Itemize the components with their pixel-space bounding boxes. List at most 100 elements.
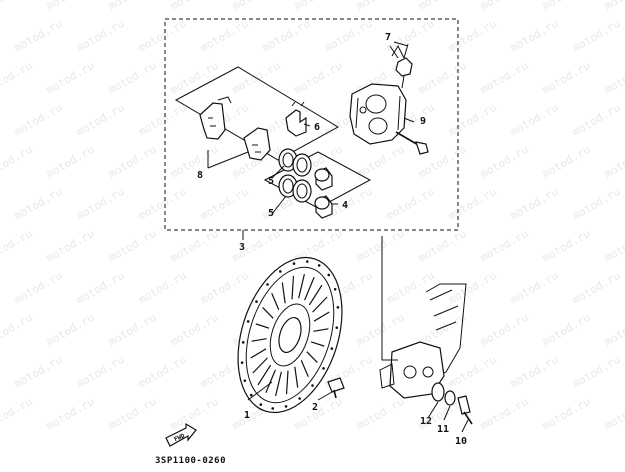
mounting-bolt-icon (457, 395, 473, 425)
forward-label: FWD (173, 432, 186, 443)
watermark-text: motod.ru (44, 143, 96, 181)
watermark-text: motod.ru (168, 143, 220, 181)
disc-slot (298, 273, 305, 299)
watermark-text: motod.ru (74, 101, 126, 139)
watermark-text: motod.ru (478, 227, 530, 265)
disc-hole (259, 403, 263, 406)
watermark-text: motod.ru (168, 395, 220, 433)
disc-slot (281, 282, 286, 304)
label-10: 10 (455, 436, 467, 447)
disc-slot (250, 348, 267, 359)
watermark-text: motod.ru (106, 59, 158, 97)
watermark-text: motod.ru (354, 395, 406, 433)
watermark-text: motod.ru (354, 143, 406, 181)
watermark-text: motod.ru (508, 101, 560, 139)
disc-slot (262, 307, 274, 319)
pad-support-icon (285, 101, 307, 137)
watermark-text: motod.ru (478, 0, 530, 13)
watermark-text: motod.ru (322, 17, 374, 55)
disc-slot (312, 296, 328, 313)
watermark-text: motod.ru (106, 395, 158, 433)
disc-slot (255, 323, 270, 329)
watermark-text: motod.ru (540, 311, 592, 349)
watermark-text: motod.ru (508, 17, 560, 55)
watermark-text: motod.ru (168, 59, 220, 97)
watermark-text: motod.ru (570, 101, 622, 139)
watermark-text: motod.ru (12, 185, 64, 223)
disc-slot (251, 338, 267, 342)
watermark-text: motod.ru (230, 227, 282, 265)
disc-hole (243, 379, 247, 383)
watermark-text: motod.ru (106, 227, 158, 265)
watermark-text: motod.ru (12, 17, 64, 55)
watermark-text: motod.ru (168, 227, 220, 265)
watermark-text: motod.ru (570, 185, 622, 223)
watermark-text: motod.ru (198, 269, 250, 307)
disc-slot (291, 275, 295, 300)
watermark-text: motod.ru (136, 17, 188, 55)
watermark-text: motod.ru (478, 395, 530, 433)
disc-hole (249, 393, 253, 397)
watermark-text: motod.ru (540, 143, 592, 181)
caliper-assembly-box (164, 18, 459, 231)
label-4: 4 (342, 200, 348, 211)
label-2: 2 (312, 402, 318, 413)
watermark-text: motod.ru (416, 227, 468, 265)
watermark-text: motod.ru (168, 311, 220, 349)
disc-slot (275, 371, 282, 397)
watermark-text: motod.ru (0, 395, 35, 433)
disc-hole (330, 347, 334, 350)
disc-hole (336, 306, 340, 309)
label-5a: 5 (268, 176, 274, 187)
watermark-text: motod.ru (540, 227, 592, 265)
watermark-text: motod.ru (446, 17, 498, 55)
pin-bolt-icon (395, 131, 429, 155)
watermark-text: motod.ru (12, 269, 64, 307)
watermark-text: motod.ru (602, 59, 625, 97)
watermark-text: motod.ru (416, 0, 468, 13)
disc-slot (271, 293, 280, 310)
disc-slot (257, 364, 272, 386)
watermark-text: motod.ru (384, 185, 436, 223)
disc-hole (298, 397, 301, 400)
watermark-text: motod.ru (44, 59, 96, 97)
watermark-text: motod.ru (136, 185, 188, 223)
caliper-body-icon (349, 83, 407, 145)
label-9: 9 (420, 116, 426, 127)
watermark-text: motod.ru (198, 185, 250, 223)
watermark-text: motod.ru (106, 143, 158, 181)
disc-hole (292, 262, 296, 265)
watermark-text: motod.ru (168, 0, 220, 13)
disc-hole (240, 361, 244, 364)
watermark-text: motod.ru (198, 17, 250, 55)
label-12: 12 (420, 416, 432, 427)
bleed-screw-icon (391, 43, 413, 89)
watermark-text: motod.ru (602, 395, 625, 433)
watermark-text: motod.ru (602, 143, 625, 181)
watermark-text: motod.ru (44, 227, 96, 265)
watermark-text: motod.ru (106, 0, 158, 13)
disc-hole (255, 300, 258, 303)
watermark-text: motod.ru (540, 59, 592, 97)
watermark-text: motod.ru (136, 101, 188, 139)
watermark-text: motod.ru (44, 0, 96, 13)
label-1: 1 (244, 410, 250, 421)
disc-hole (333, 287, 337, 291)
watermark-text: motod.ru (292, 59, 344, 97)
brake-pad-icon (199, 96, 271, 161)
watermark-text: motod.ru (354, 311, 406, 349)
watermark-text: motod.ru (602, 0, 625, 13)
disc-hole (266, 283, 269, 286)
disc-hole (317, 264, 321, 267)
label-11: 11 (437, 424, 449, 435)
collar-icon (444, 390, 456, 406)
disc-hole (327, 273, 331, 277)
watermark-text: motod.ru (0, 0, 35, 13)
label-5b: 5 (268, 208, 274, 219)
disc-slot (313, 328, 329, 332)
disc-slot (313, 311, 330, 322)
leader-lines (207, 41, 469, 433)
watermark-text: motod.ru (540, 395, 592, 433)
label-7: 7 (385, 32, 391, 43)
